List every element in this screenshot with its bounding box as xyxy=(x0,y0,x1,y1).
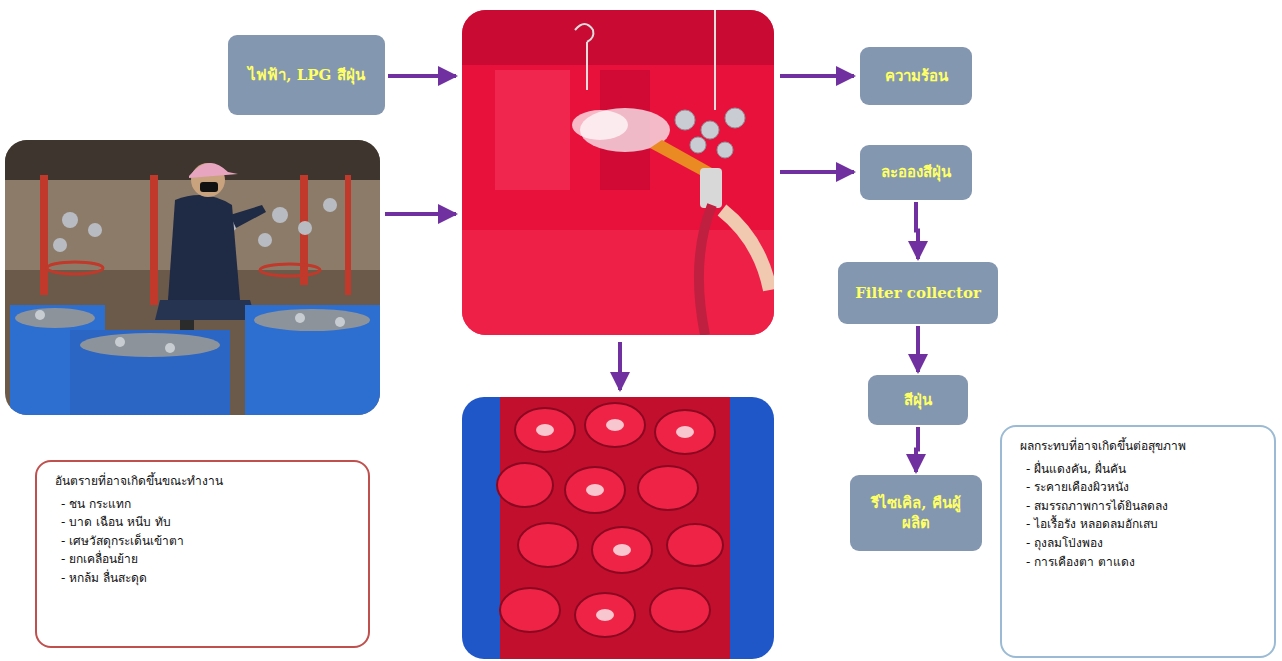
note-item: - บาด เฉือน หนีบ ทับ xyxy=(55,513,354,532)
input-box: ไฟฟ้า, LPG สีฝุ่น xyxy=(228,35,385,115)
process-box: Filter collector xyxy=(838,262,998,324)
note-item: - ถุงลมโป่งพอง xyxy=(1020,534,1260,553)
note-item: - ไอเรื้อรัง หลอดลมอักเสบ xyxy=(1020,515,1260,534)
note-item: - ผื่นแดงคัน, ผื่นคัน xyxy=(1020,460,1260,479)
worker-photo xyxy=(5,140,380,415)
box-label: สีฝุ่น xyxy=(904,390,932,410)
coated-parts-photo xyxy=(462,397,774,659)
process-box: รีไซเคิล, คืนผู้ผลิต xyxy=(850,475,982,551)
note-item: - หกล้ม ลื่นสะดุด xyxy=(55,569,354,588)
note-item: - การเคืองตา ตาแดง xyxy=(1020,553,1260,572)
note-item: - เศษวัสดุกระเด็นเข้าตา xyxy=(55,532,354,551)
box-label: ไฟฟ้า, LPG สีฝุ่น xyxy=(248,65,364,85)
note-item: - ระคายเคืองผิวหนัง xyxy=(1020,478,1260,497)
note-heading: ผลกระทบที่อาจเกิดขึ้นต่อสุขภาพ xyxy=(1020,437,1260,456)
output-box: ละอองสีฝุ่น xyxy=(860,145,972,200)
box-label: Filter collector xyxy=(855,283,981,303)
flow-arrow xyxy=(916,427,918,472)
output-box: ความร้อน xyxy=(860,47,972,105)
health-note: ผลกระทบที่อาจเกิดขึ้นต่อสุขภาพ - ผื่นแดงค… xyxy=(1000,425,1276,658)
hazard-note: อันตรายที่อาจเกิดขึ้นขณะทำงาน - ชน กระแทก… xyxy=(35,460,370,648)
note-item: - ชน กระแทก xyxy=(55,495,354,514)
output-box: สีฝุ่น xyxy=(868,375,968,425)
flow-arrow xyxy=(916,202,918,259)
box-label: ละอองสีฝุ่น xyxy=(881,162,951,182)
flow-arrow xyxy=(916,326,920,372)
box-label: รีไซเคิล, คืนผู้ผลิต xyxy=(858,493,974,534)
note-heading: อันตรายที่อาจเกิดขึ้นขณะทำงาน xyxy=(55,472,354,491)
box-label: ความร้อน xyxy=(885,66,948,86)
spray-booth-photo xyxy=(462,10,774,335)
note-item: - ยกเคลื่อนย้าย xyxy=(55,550,354,569)
process-arrows xyxy=(385,76,854,390)
note-item: - สมรรถภาพการได้ยินลดลง xyxy=(1020,497,1260,516)
